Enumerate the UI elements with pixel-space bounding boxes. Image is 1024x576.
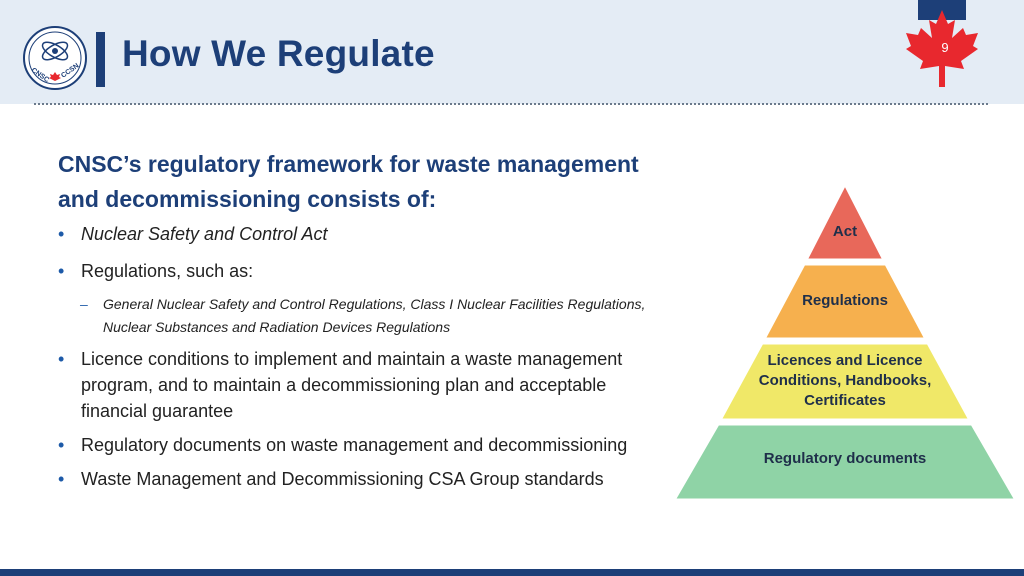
bullet-text: Waste Management and Decommissioning CSA…: [81, 469, 604, 489]
bullet-dot: •: [58, 435, 65, 455]
bullet-dot: •: [58, 349, 65, 369]
bullet-text: Nuclear Safety and Control Act: [81, 224, 328, 244]
sub-bullet-text-line-2: Nuclear Substances and Radiation Devices…: [103, 319, 451, 335]
maple-leaf-icon: [906, 10, 978, 87]
bullet-text-line-1: Licence conditions to implement and main…: [81, 349, 623, 369]
sub-bullet-dash: –: [80, 296, 88, 312]
pyramid-label-licences-line-2: Conditions, Handbooks,: [758, 372, 932, 389]
pyramid-label-act: Act: [832, 223, 858, 240]
bullet-text-line-2: program, and to maintain a decommissioni…: [81, 375, 607, 395]
page-number: 9: [941, 40, 949, 55]
bullet-dot: •: [58, 469, 65, 489]
sub-bullet-text-line-1: General Nuclear Safety and Control Regul…: [103, 296, 646, 312]
regulatory-pyramid: [671, 182, 1019, 502]
bullet-text: Regulations, such as:: [81, 261, 254, 281]
pyramid-label-regulatory-documents: Regulatory documents: [763, 450, 927, 467]
pyramid-level-licences: [717, 341, 973, 422]
cnsc-logo-icon: CNSC CCSN: [23, 26, 87, 90]
bullet-dot: •: [58, 261, 65, 281]
title-accent-bar: [96, 32, 105, 87]
pyramid-label-licences-line-3: Certificates: [804, 392, 886, 409]
header-band: [0, 0, 1024, 104]
pyramid-label-licences-line-1: Licences and Licence: [767, 352, 923, 369]
pyramid-level-regulations: [761, 262, 929, 341]
heading-line-1: CNSC’s regulatory framework for waste ma…: [58, 151, 639, 177]
bullet-text: Regulatory documents on waste management…: [81, 435, 628, 455]
bullet-text-line-3: financial guarantee: [81, 401, 234, 421]
section-heading: CNSC’s regulatory framework for waste ma…: [58, 147, 738, 217]
pyramid-level-act: [803, 182, 887, 262]
pyramid-label-licences: Licences and Licence Conditions, Handboo…: [740, 351, 950, 411]
page-title: How We Regulate: [122, 33, 435, 74]
footer-bar: [0, 569, 1024, 576]
bullet-dot: •: [58, 224, 65, 244]
pyramid-level-regulatory-documents: [671, 422, 1019, 502]
heading-line-2: and decommissioning consists of:: [58, 186, 437, 212]
pyramid-label-regulations: Regulations: [802, 292, 888, 309]
header-divider: [34, 103, 988, 105]
